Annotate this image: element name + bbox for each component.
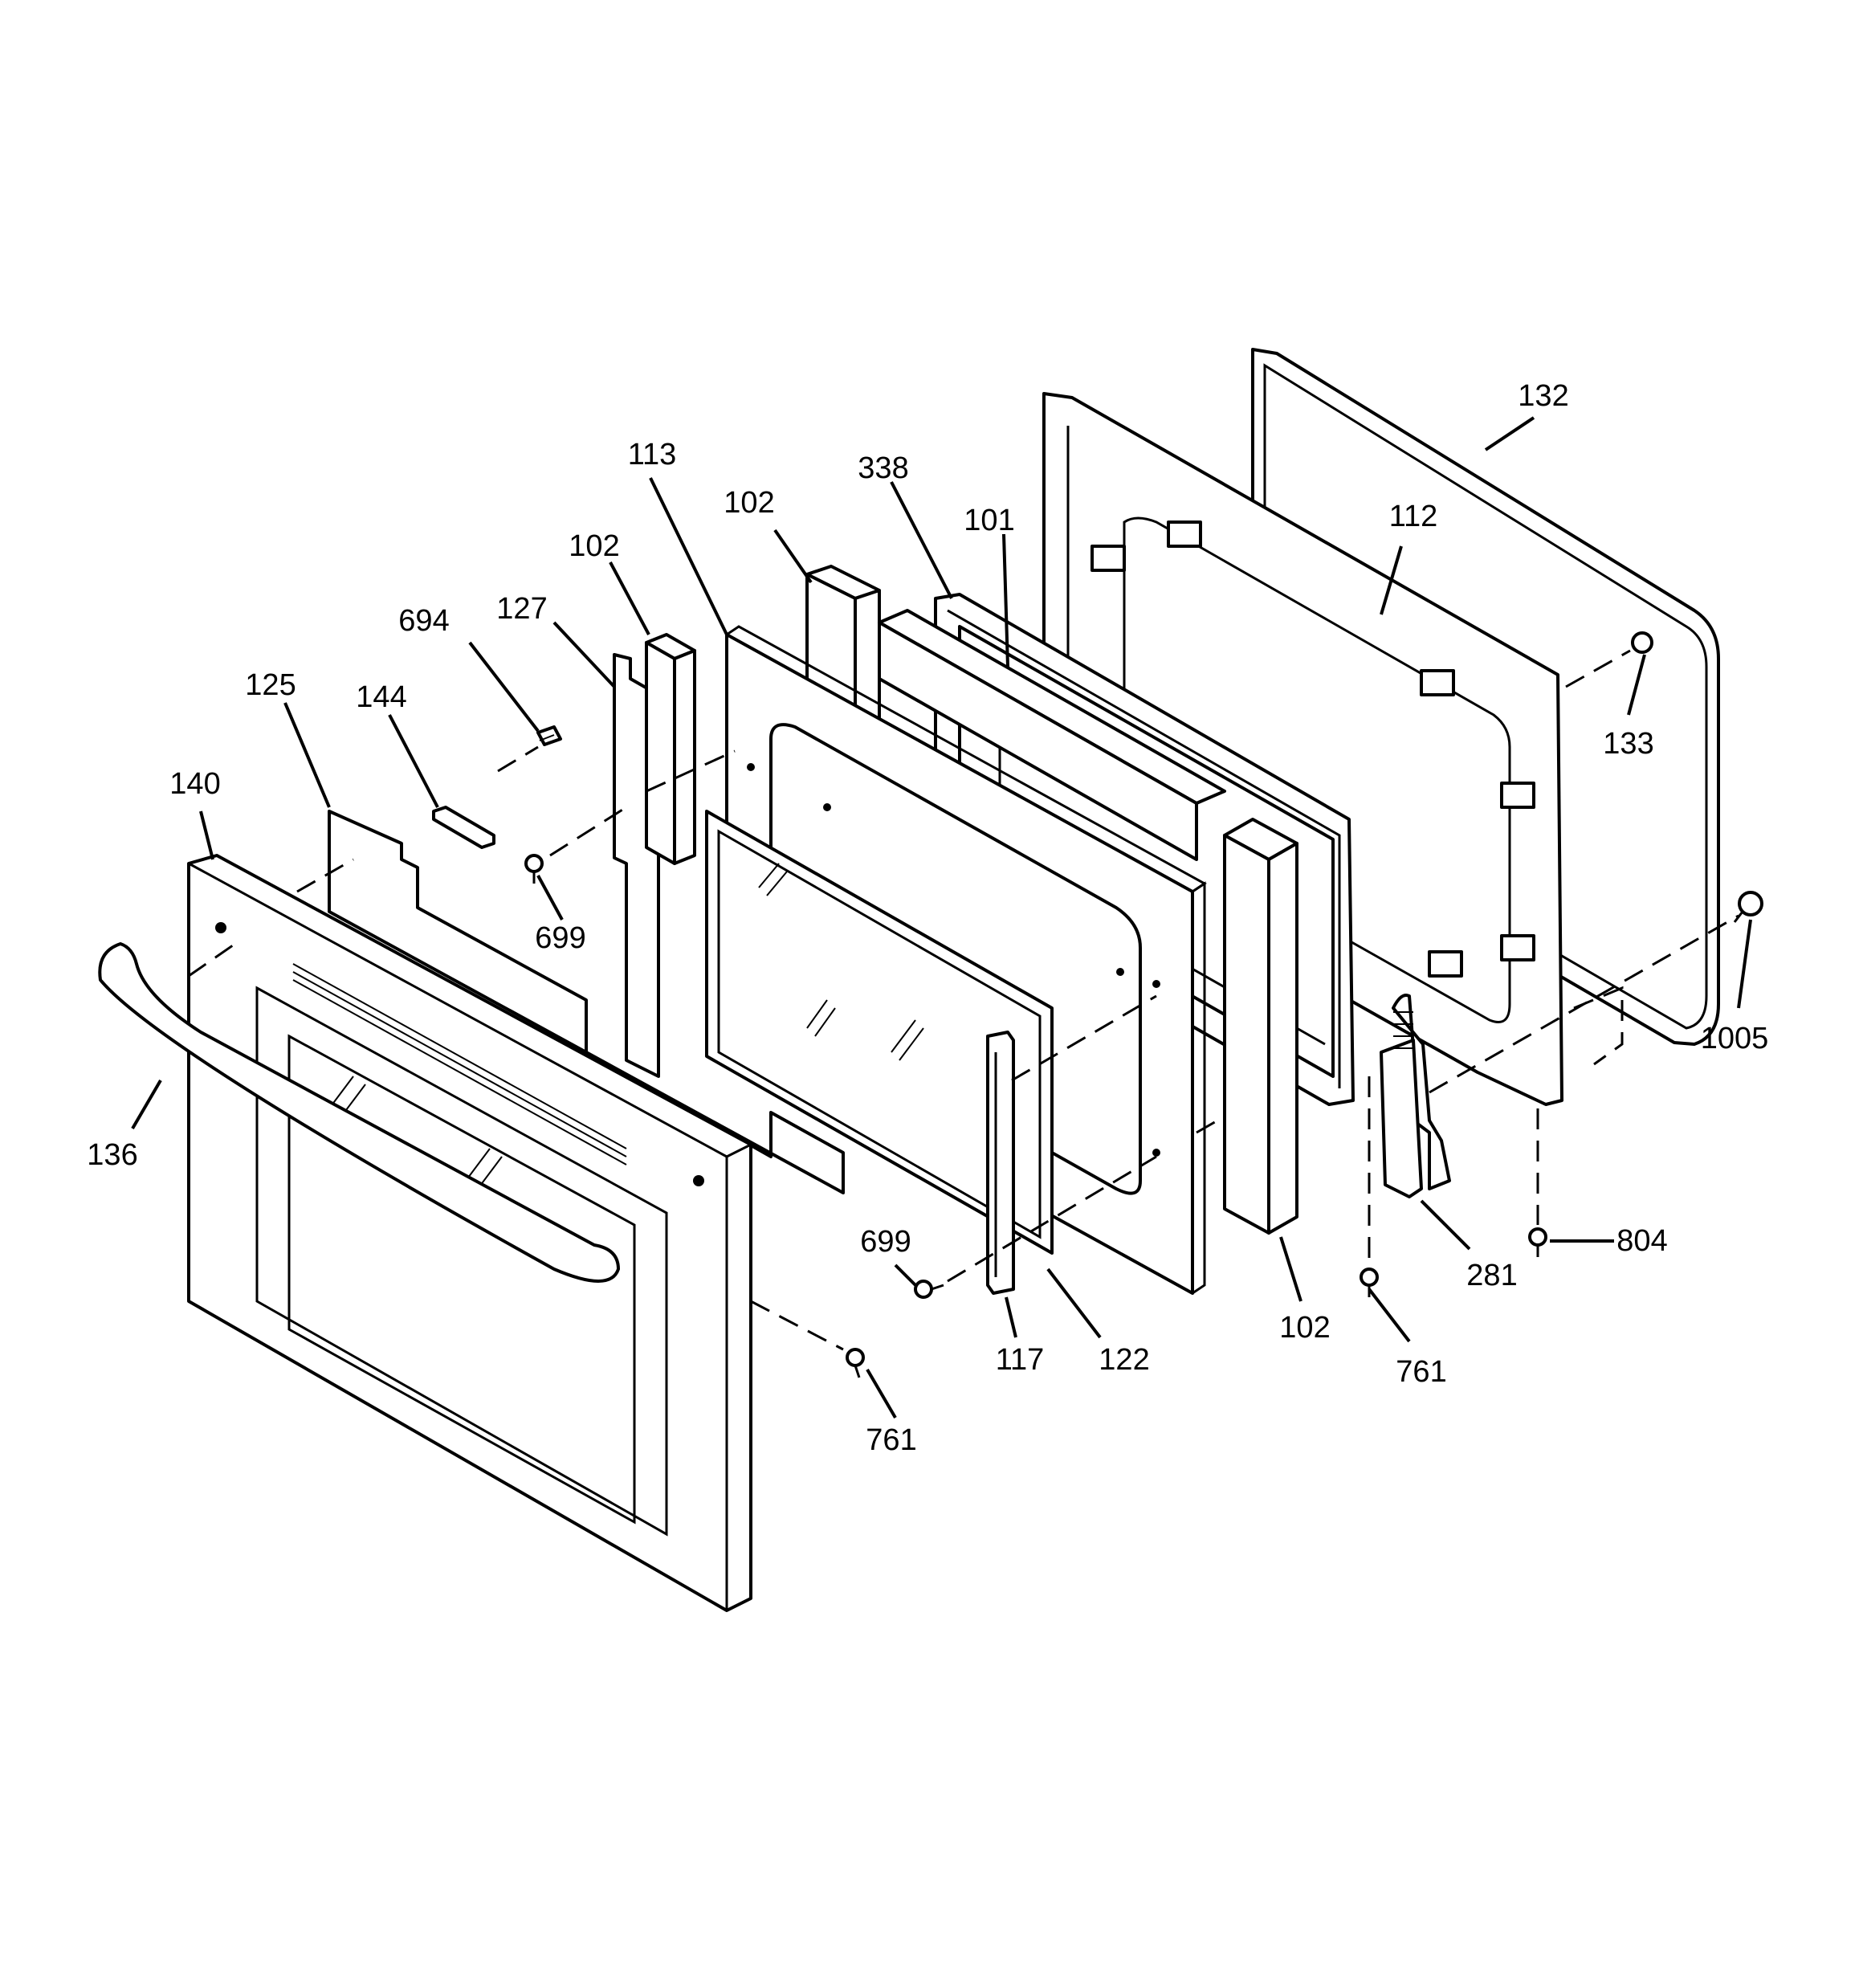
callout-102-top-left: 102 bbox=[569, 529, 619, 563]
callout-761-front: 761 bbox=[866, 1423, 916, 1457]
callout-127: 127 bbox=[496, 592, 547, 626]
door-handle-part bbox=[98, 942, 620, 1283]
callout-labels: 132 112 338 101 113 102 102 127 694 144 … bbox=[87, 379, 1768, 1457]
callout-112: 112 bbox=[1389, 500, 1438, 533]
callout-761-hinge: 761 bbox=[1396, 1355, 1446, 1389]
outer-door-panel-part bbox=[187, 854, 752, 1612]
callout-102-bottom: 102 bbox=[1279, 1311, 1330, 1345]
screw-699-mid-icon bbox=[914, 1280, 944, 1299]
insulation-batt-lower-part bbox=[1223, 818, 1298, 1235]
screw-1005-icon bbox=[1733, 891, 1763, 923]
callout-804: 804 bbox=[1616, 1224, 1667, 1258]
callout-140: 140 bbox=[169, 767, 220, 801]
callout-101: 101 bbox=[964, 504, 1014, 537]
callout-144: 144 bbox=[356, 680, 406, 714]
screw-804-icon bbox=[1528, 1227, 1547, 1257]
callout-281: 281 bbox=[1466, 1259, 1517, 1292]
callout-694: 694 bbox=[398, 604, 449, 638]
plate-part bbox=[432, 806, 495, 849]
screw-699-left-icon bbox=[524, 854, 544, 884]
heat-shield-part bbox=[328, 810, 845, 1194]
inner-door-liner-part bbox=[1042, 392, 1563, 1106]
door-hinge-part bbox=[1380, 994, 1451, 1198]
callout-699-left: 699 bbox=[535, 921, 585, 955]
screw-761-hinge-icon bbox=[1360, 1268, 1379, 1297]
callout-113: 113 bbox=[628, 438, 677, 471]
leader-lines bbox=[131, 416, 1752, 1419]
callout-125: 125 bbox=[245, 668, 296, 702]
callout-102-top-mid: 102 bbox=[724, 486, 774, 520]
callout-1005: 1005 bbox=[1701, 1022, 1769, 1055]
assembly-lines bbox=[188, 649, 1739, 1351]
insulation-batt-left-part bbox=[645, 633, 696, 865]
insulation-batt-long-part bbox=[878, 609, 1226, 861]
screw-694-icon bbox=[536, 725, 562, 746]
callout-338: 338 bbox=[858, 451, 908, 485]
callout-117: 117 bbox=[996, 1343, 1045, 1377]
screw-761-front-icon bbox=[846, 1348, 865, 1378]
callout-132: 132 bbox=[1518, 379, 1568, 413]
door-strip-part bbox=[986, 1031, 1015, 1295]
callout-699-mid: 699 bbox=[860, 1225, 911, 1259]
window-glass-part bbox=[705, 810, 1054, 1255]
screw-133-icon bbox=[1631, 631, 1653, 654]
callout-136: 136 bbox=[87, 1138, 137, 1172]
callout-122: 122 bbox=[1099, 1343, 1149, 1377]
callout-133: 133 bbox=[1603, 727, 1653, 761]
